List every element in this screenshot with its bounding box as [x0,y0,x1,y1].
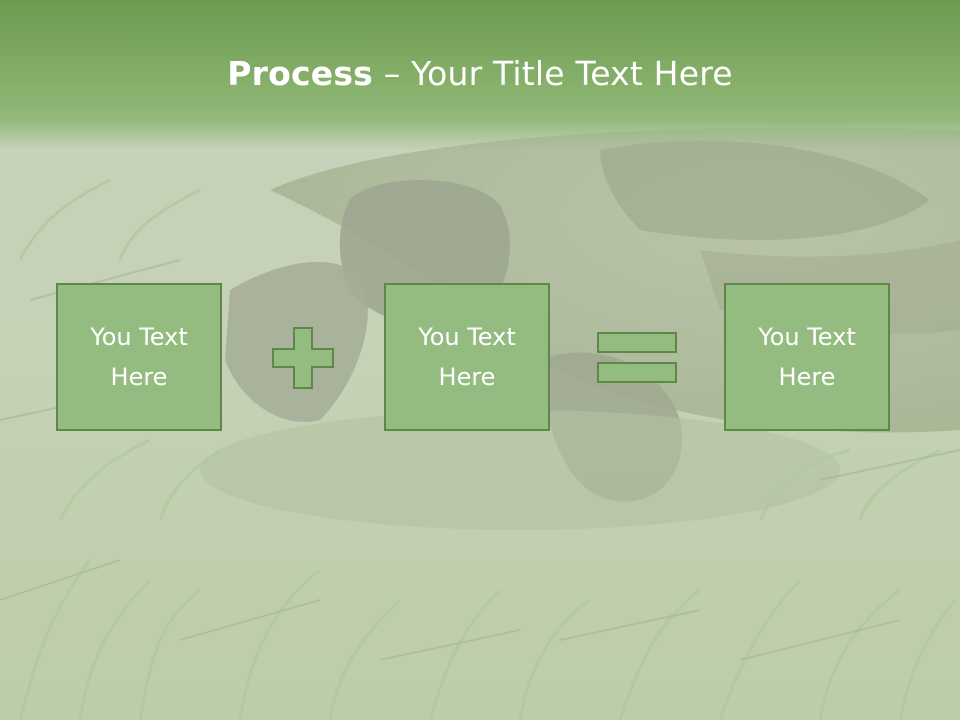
process-box-1-text: You Text Here [90,323,188,391]
title-rest: – Your Title Text Here [373,54,733,93]
process-box-1[interactable]: You Text Here [56,283,222,431]
title-band [0,0,960,150]
equals-icon [597,332,677,383]
process-box-3[interactable]: You Text Here [724,283,890,431]
process-box-2[interactable]: You Text Here [384,283,550,431]
process-box-2-text: You Text Here [418,323,516,391]
title-bold: Process [227,54,374,93]
slide-title: Process – Your Title Text Here [0,52,960,96]
process-box-3-text: You Text Here [758,323,856,391]
plus-icon [272,327,334,389]
